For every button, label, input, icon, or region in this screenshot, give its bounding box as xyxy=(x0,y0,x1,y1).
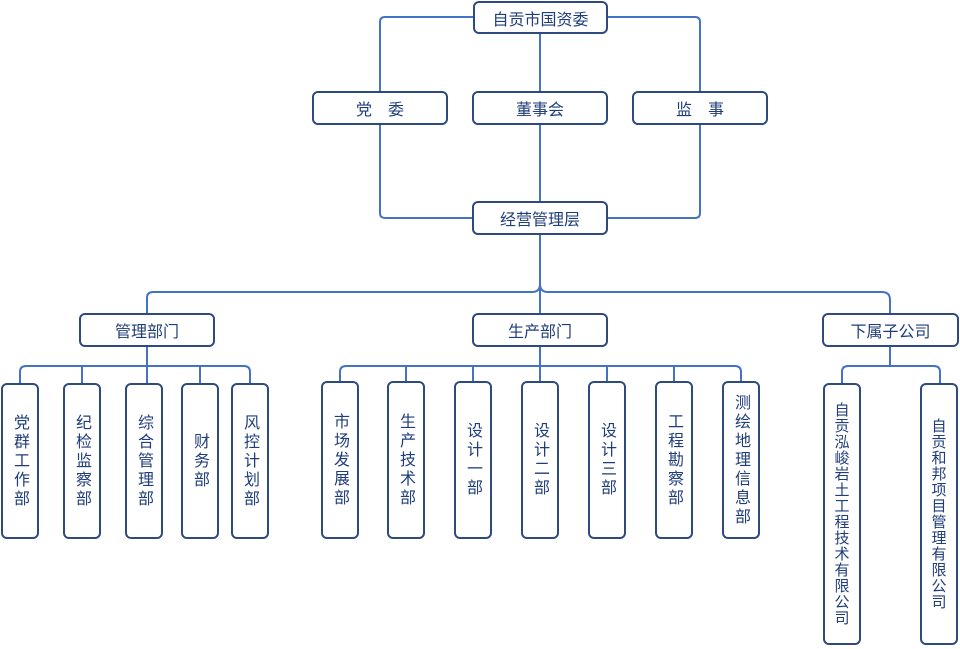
node-board: 董事会 xyxy=(472,91,608,125)
dept-surveying-geoinfo: 测绘地理信息部 xyxy=(722,381,760,539)
node-supervisor: 监 事 xyxy=(632,91,768,125)
dept-discipline-inspection: 纪检监察部 xyxy=(63,383,101,539)
dept-finance: 财务部 xyxy=(181,383,219,539)
dept-risk-planning: 风控计划部 xyxy=(231,383,269,539)
node-admin-depts: 管理部门 xyxy=(79,313,215,347)
dept-general-management: 综合管理部 xyxy=(125,383,163,539)
dept-design-3: 设计三部 xyxy=(588,381,626,539)
dept-design-2: 设计二部 xyxy=(521,381,559,539)
dept-engineering-survey: 工程勘察部 xyxy=(655,381,693,539)
subsidiary-hongjun-geotech: 自贡泓峻岩土工程技术有限公司 xyxy=(823,383,861,645)
dept-market-development: 市场发展部 xyxy=(321,381,359,539)
node-management: 经营管理层 xyxy=(472,201,608,235)
node-sasac: 自贡市国资委 xyxy=(473,1,608,34)
node-party-committee: 党 委 xyxy=(312,91,448,125)
subsidiary-hebang-project-mgmt: 自贡和邦项目管理有限公司 xyxy=(920,383,958,645)
node-subsidiaries: 下属子公司 xyxy=(822,313,959,347)
dept-production-technology: 生产技术部 xyxy=(387,381,425,539)
node-production-depts: 生产部门 xyxy=(472,313,608,347)
dept-party-mass-work: 党群工作部 xyxy=(1,383,39,539)
dept-design-1: 设计一部 xyxy=(454,381,492,539)
